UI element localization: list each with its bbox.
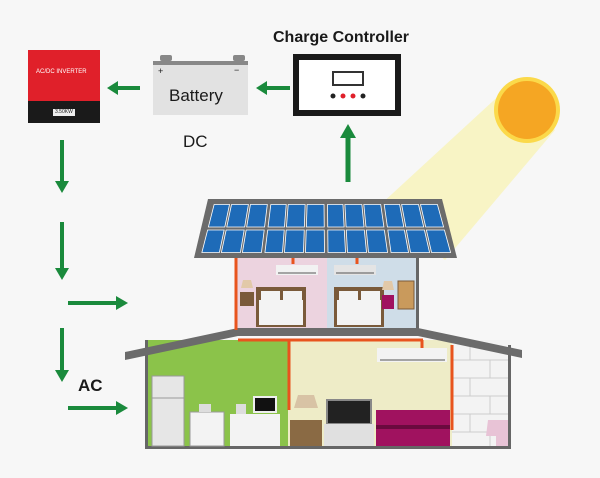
- arrow-down-3: [55, 328, 69, 382]
- flow-arrows: [55, 81, 356, 415]
- sun-icon: [494, 77, 560, 143]
- solar-cell: [327, 204, 345, 228]
- solar-cell: [405, 229, 431, 253]
- solar-cell: [207, 204, 231, 228]
- battery-label: Battery: [169, 86, 223, 105]
- arrow-down-2: [55, 222, 69, 280]
- solar-cell: [284, 229, 305, 253]
- bed-icon: [256, 287, 306, 327]
- arrow-right-1: [68, 296, 128, 310]
- battery-plus: +: [158, 66, 164, 76]
- solar-cell: [220, 229, 245, 253]
- arrow-controller-to-battery: [256, 81, 290, 95]
- solar-cell: [327, 229, 346, 253]
- solar-cell: [387, 229, 410, 253]
- solar-cell: [401, 204, 425, 228]
- solar-cell: [305, 229, 325, 253]
- solar-cell: [246, 204, 268, 228]
- solar-cell: [345, 229, 367, 253]
- solar-cell: [425, 229, 452, 253]
- solar-cell: [305, 204, 325, 228]
- solar-cell: [365, 229, 388, 253]
- solar-cell: [226, 204, 249, 228]
- battery-icon: [153, 55, 248, 115]
- solar-panels: [201, 204, 452, 253]
- inverter-rating: 3.50KW: [55, 109, 73, 115]
- solar-cell: [241, 229, 265, 253]
- inverter-icon: [28, 50, 100, 123]
- bed-icon: [334, 287, 384, 327]
- arrow-down-1: [55, 140, 69, 193]
- solar-cell: [383, 204, 405, 228]
- solar-cell: [201, 229, 225, 253]
- charge-controller-icon: [293, 54, 401, 116]
- house: [125, 199, 522, 449]
- solar-cell: [267, 204, 287, 228]
- arrow-panel-to-controller: [340, 124, 356, 182]
- solar-cell: [264, 229, 285, 253]
- solar-cell: [420, 204, 445, 228]
- inverter-label: AC/DC INVERTER: [36, 69, 87, 75]
- dc-label: DC: [183, 132, 208, 151]
- arrow-right-2: [68, 401, 128, 415]
- solar-cell: [344, 204, 365, 228]
- solar-cell: [286, 204, 306, 228]
- solar-cell: [363, 204, 385, 228]
- arrow-battery-to-inverter: [107, 81, 140, 95]
- ac-label: AC: [78, 376, 103, 395]
- battery-minus: −: [234, 65, 240, 75]
- charge-controller-title: Charge Controller: [273, 29, 410, 46]
